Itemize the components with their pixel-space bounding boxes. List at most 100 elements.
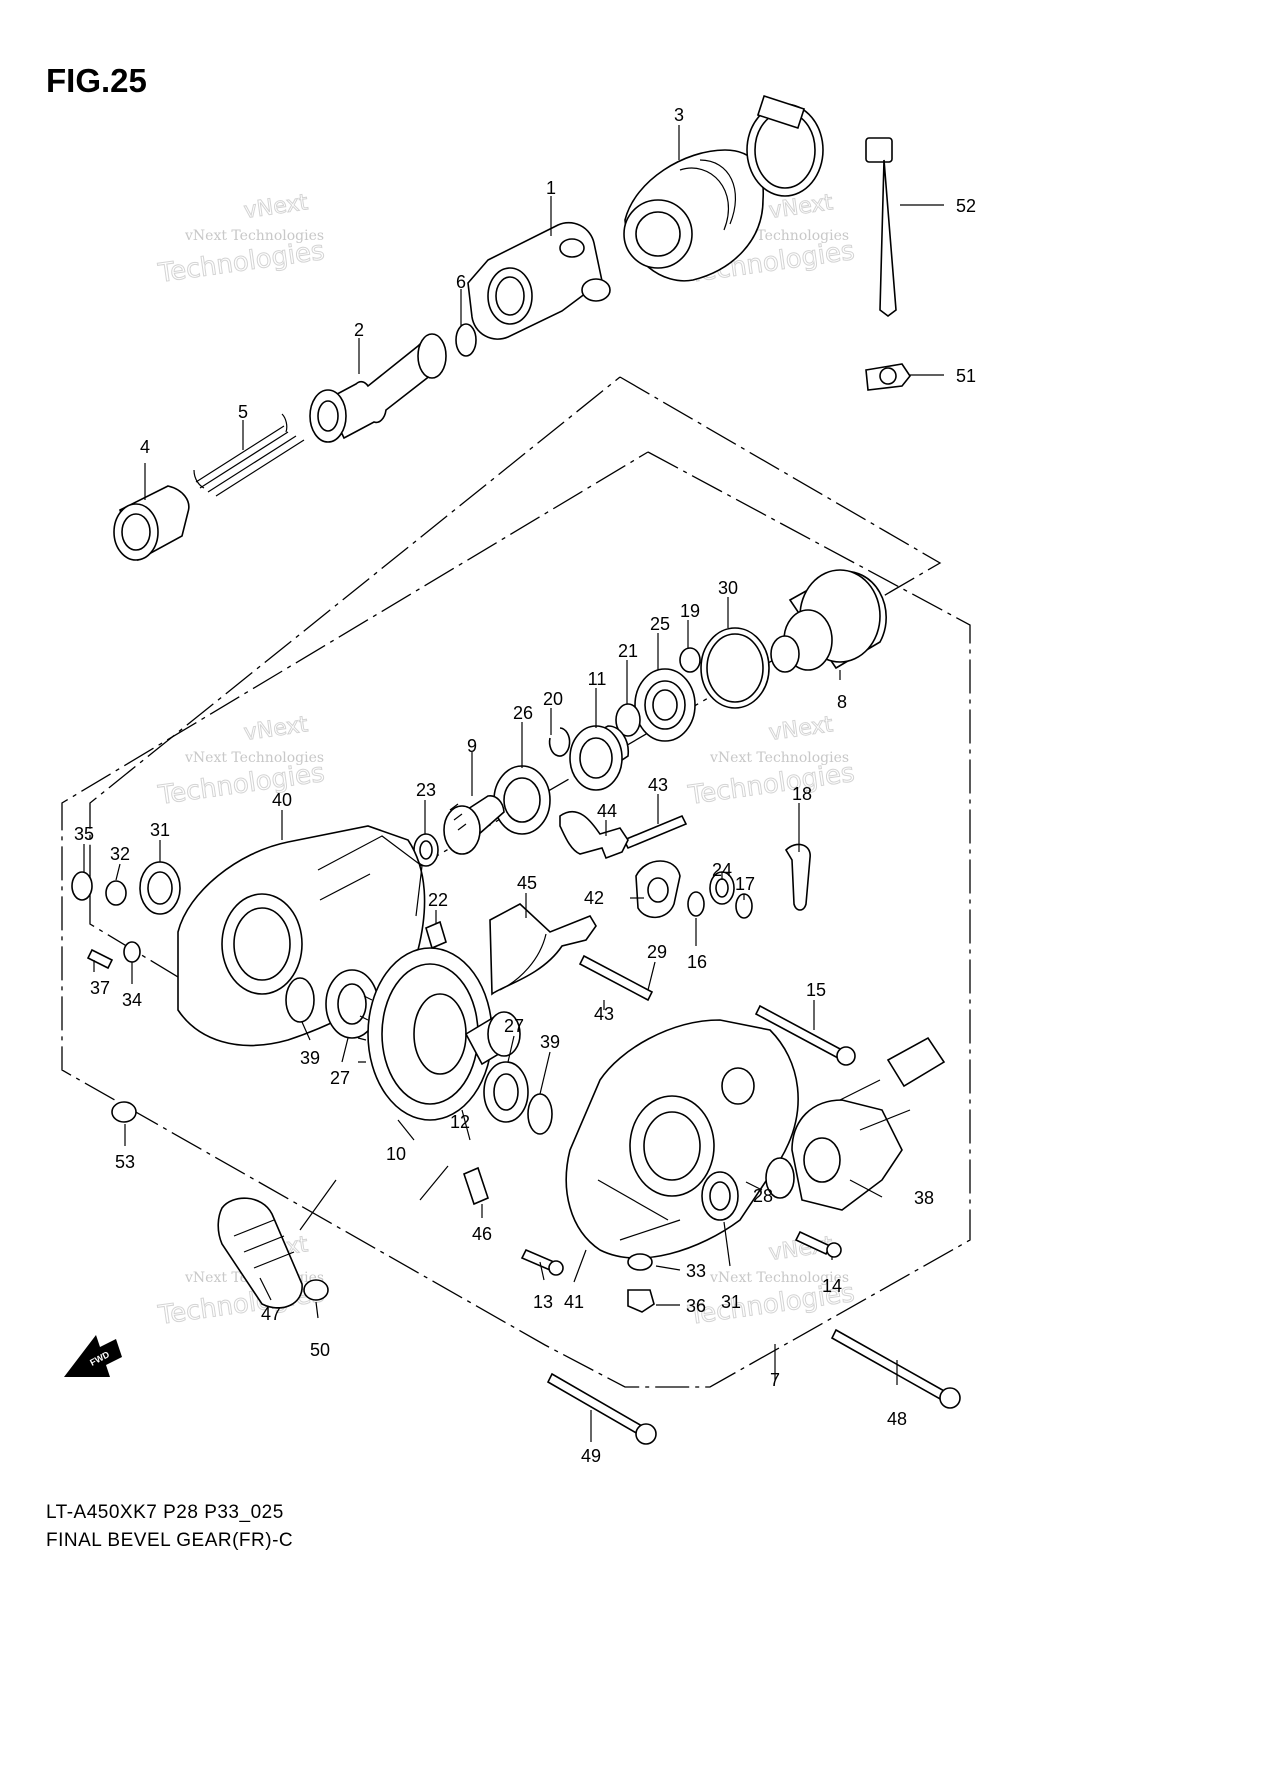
callout-number: 42 [584, 888, 604, 908]
svg-text:vNext: vNext [242, 190, 309, 224]
o-ring [765, 1157, 795, 1199]
svg-text:vNext: vNext [767, 712, 834, 746]
long-bolt [830, 1328, 961, 1409]
callout-number: 10 [386, 1144, 406, 1164]
propeller-shaft [309, 333, 447, 443]
callout-number: 43 [594, 1004, 614, 1024]
boot-clip [303, 1279, 329, 1301]
svg-text:vNext Technologies: vNext Technologies [184, 228, 324, 244]
callout-number: 11 [588, 669, 607, 689]
shift-cam [635, 860, 681, 919]
oil-seal [139, 861, 181, 915]
dowel-pin [425, 920, 447, 950]
shaft-pin [578, 954, 654, 1002]
svg-text:vNext: vNext [242, 712, 309, 746]
motor-actuator [791, 1036, 946, 1211]
callout-number: 38 [914, 1188, 934, 1208]
long-bolt [754, 1004, 856, 1066]
callout-number: 35 [74, 824, 94, 844]
callout-number: 5 [238, 402, 248, 422]
washer [105, 880, 127, 906]
shim [285, 977, 315, 1023]
circlip [548, 727, 571, 757]
universal-joint-yoke [467, 221, 611, 340]
callout-number: 53 [115, 1152, 135, 1172]
o-ring [687, 891, 705, 917]
callout-number: 52 [956, 196, 976, 216]
callout-number: 16 [687, 952, 707, 972]
callout-number: 6 [456, 272, 466, 292]
bolt [520, 1248, 564, 1276]
bolt [794, 1230, 842, 1258]
leader-lines [83, 125, 944, 1442]
gear-housing [565, 1019, 799, 1259]
needle-bearing [413, 833, 439, 867]
callout-number: 3 [674, 105, 684, 125]
spring [193, 413, 305, 497]
ball-bearing [493, 765, 551, 835]
dust-cap [113, 485, 190, 562]
long-bolt [546, 1372, 657, 1445]
nut [111, 1101, 137, 1123]
snap-ring-large [700, 627, 770, 709]
cable-tie [865, 137, 897, 317]
callout-number: 50 [310, 1340, 330, 1360]
output-drive-flange [770, 569, 887, 673]
wire-clip [865, 363, 911, 391]
dust-boot [217, 1197, 303, 1309]
assembly-name: FINAL BEVEL GEAR(FR)-C [46, 1530, 294, 1551]
callout-number: 31 [721, 1292, 741, 1312]
callout-number: 9 [467, 736, 477, 756]
drain-bolt [86, 948, 114, 970]
callout-number: 44 [597, 801, 617, 821]
callout-number: 49 [581, 1446, 601, 1466]
callout-number: 1 [546, 178, 556, 198]
callout-number: 41 [564, 1292, 584, 1312]
ball-bearing [483, 1061, 529, 1123]
callout-number: 21 [618, 641, 638, 661]
svg-text:vNext Technologies: vNext Technologies [709, 750, 849, 766]
callout-number: 22 [428, 890, 448, 910]
shift-fork-upper [559, 810, 629, 860]
circlip [679, 647, 701, 673]
callout-number: 39 [540, 1032, 560, 1052]
callout-number: 46 [472, 1224, 492, 1244]
watermark: vNext Technologies Technologies vNext [685, 712, 857, 812]
callout-number: 14 [822, 1276, 842, 1296]
callout-number: 27 [330, 1068, 350, 1088]
callout-number: 34 [122, 990, 142, 1010]
ball-bearing [325, 969, 379, 1039]
sliding-sleeve [569, 725, 630, 791]
callout-number: 45 [517, 873, 537, 893]
callout-number: 2 [354, 320, 364, 340]
group-frame-main [61, 451, 971, 1388]
callout-number: 19 [680, 601, 700, 621]
callout-number: 4 [140, 437, 150, 457]
watermark: vNext Technologies Technologies vNext [155, 712, 327, 812]
callout-number: 13 [533, 1292, 553, 1312]
callout-number: 32 [110, 844, 130, 864]
callout-number: 15 [806, 980, 826, 1000]
callout-number: 24 [712, 860, 732, 880]
callout-number: 7 [770, 1370, 780, 1390]
breather-plug [71, 871, 93, 901]
washer [123, 941, 141, 963]
gasket [627, 1253, 653, 1271]
forward-arrow-icon: FWD [64, 1335, 122, 1377]
shift-pin [622, 814, 688, 850]
rubber-boot [623, 149, 765, 282]
oil-seal [709, 871, 735, 905]
group-frame-upper [89, 376, 942, 993]
callout-number: 33 [686, 1261, 706, 1281]
callout-number: 12 [450, 1112, 470, 1132]
callout-number: 25 [650, 614, 670, 634]
callout-number: 47 [261, 1304, 281, 1324]
ball-bearing [634, 668, 696, 742]
breather-hose [463, 1166, 489, 1206]
shift-fork-lower [489, 903, 597, 996]
callout-number: 51 [956, 366, 976, 386]
callout-number: 36 [686, 1296, 706, 1316]
drain-plug [627, 1289, 655, 1313]
